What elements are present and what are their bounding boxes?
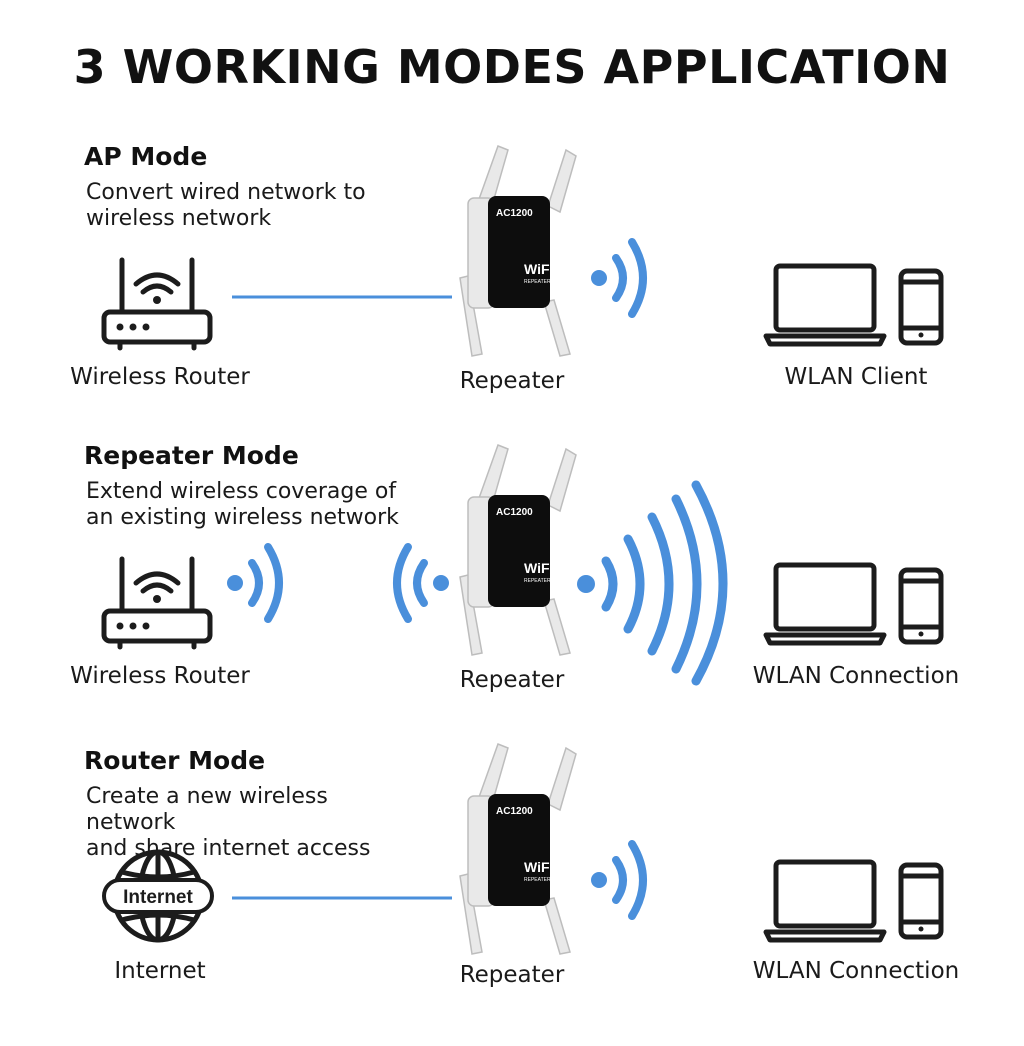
- mode-router: Router Mode Create a new wireless networ…: [0, 743, 1024, 1046]
- client-label: WLAN Connection: [752, 663, 960, 689]
- device-subtitle: REPEATER: [524, 877, 551, 883]
- device-brand: WiFi: [524, 560, 553, 576]
- device-subtitle: REPEATER: [524, 578, 551, 584]
- phone-icon: [898, 862, 944, 940]
- client-label: WLAN Client: [784, 364, 928, 390]
- repeater-device-icon: AC1200 WiFi REPEATER: [459, 444, 577, 656]
- laptop-icon: [763, 859, 887, 943]
- source-label: Wireless Router: [70, 364, 250, 390]
- device-subtitle: REPEATER: [524, 279, 551, 285]
- laptop-icon: [763, 263, 887, 347]
- repeater-label: Repeater: [459, 368, 565, 394]
- mode-description: Create a new wireless network and share …: [86, 784, 371, 861]
- wired-link-line: [232, 896, 452, 900]
- wifi-wave-icon: [591, 238, 647, 318]
- repeater-label: Repeater: [459, 962, 565, 988]
- mode-description: Convert wired network to wireless networ…: [86, 180, 366, 231]
- mode-title: Repeater Mode: [84, 441, 299, 470]
- mode-description: Extend wireless coverage of an existing …: [86, 479, 399, 530]
- globe-icon: Internet: [102, 849, 214, 943]
- phone-icon: [898, 268, 944, 346]
- globe-label: Internet: [123, 887, 193, 908]
- device-model: AC1200: [496, 806, 533, 817]
- mode-title: AP Mode: [84, 142, 208, 171]
- device-brand: WiFi: [524, 261, 553, 277]
- router-icon: [101, 257, 213, 351]
- wired-link-line: [232, 295, 452, 299]
- page-title: 3 WORKING MODES APPLICATION: [73, 40, 951, 94]
- mode-repeater: Repeater Mode Extend wireless coverage o…: [0, 441, 1024, 741]
- repeater-label: Repeater: [459, 667, 565, 693]
- source-label: Internet: [114, 958, 206, 984]
- wifi-wave-icon: [227, 543, 283, 623]
- wifi-wave-large-icon: [577, 480, 728, 686]
- wifi-wave-reverse-icon: [393, 543, 449, 623]
- repeater-device-icon: AC1200 WiFi REPEATER: [459, 743, 577, 955]
- mode-ap: AP Mode Convert wired network to wireles…: [0, 142, 1024, 442]
- device-model: AC1200: [496, 208, 533, 219]
- client-label: WLAN Connection: [752, 958, 960, 984]
- phone-icon: [898, 567, 944, 645]
- router-icon: [101, 556, 213, 650]
- laptop-icon: [763, 562, 887, 646]
- source-label: Wireless Router: [70, 663, 250, 689]
- device-model: AC1200: [496, 507, 533, 518]
- device-brand: WiFi: [524, 859, 553, 875]
- repeater-device-icon: AC1200 WiFi REPEATER: [459, 145, 577, 357]
- wifi-wave-icon: [591, 840, 647, 920]
- mode-title: Router Mode: [84, 746, 266, 775]
